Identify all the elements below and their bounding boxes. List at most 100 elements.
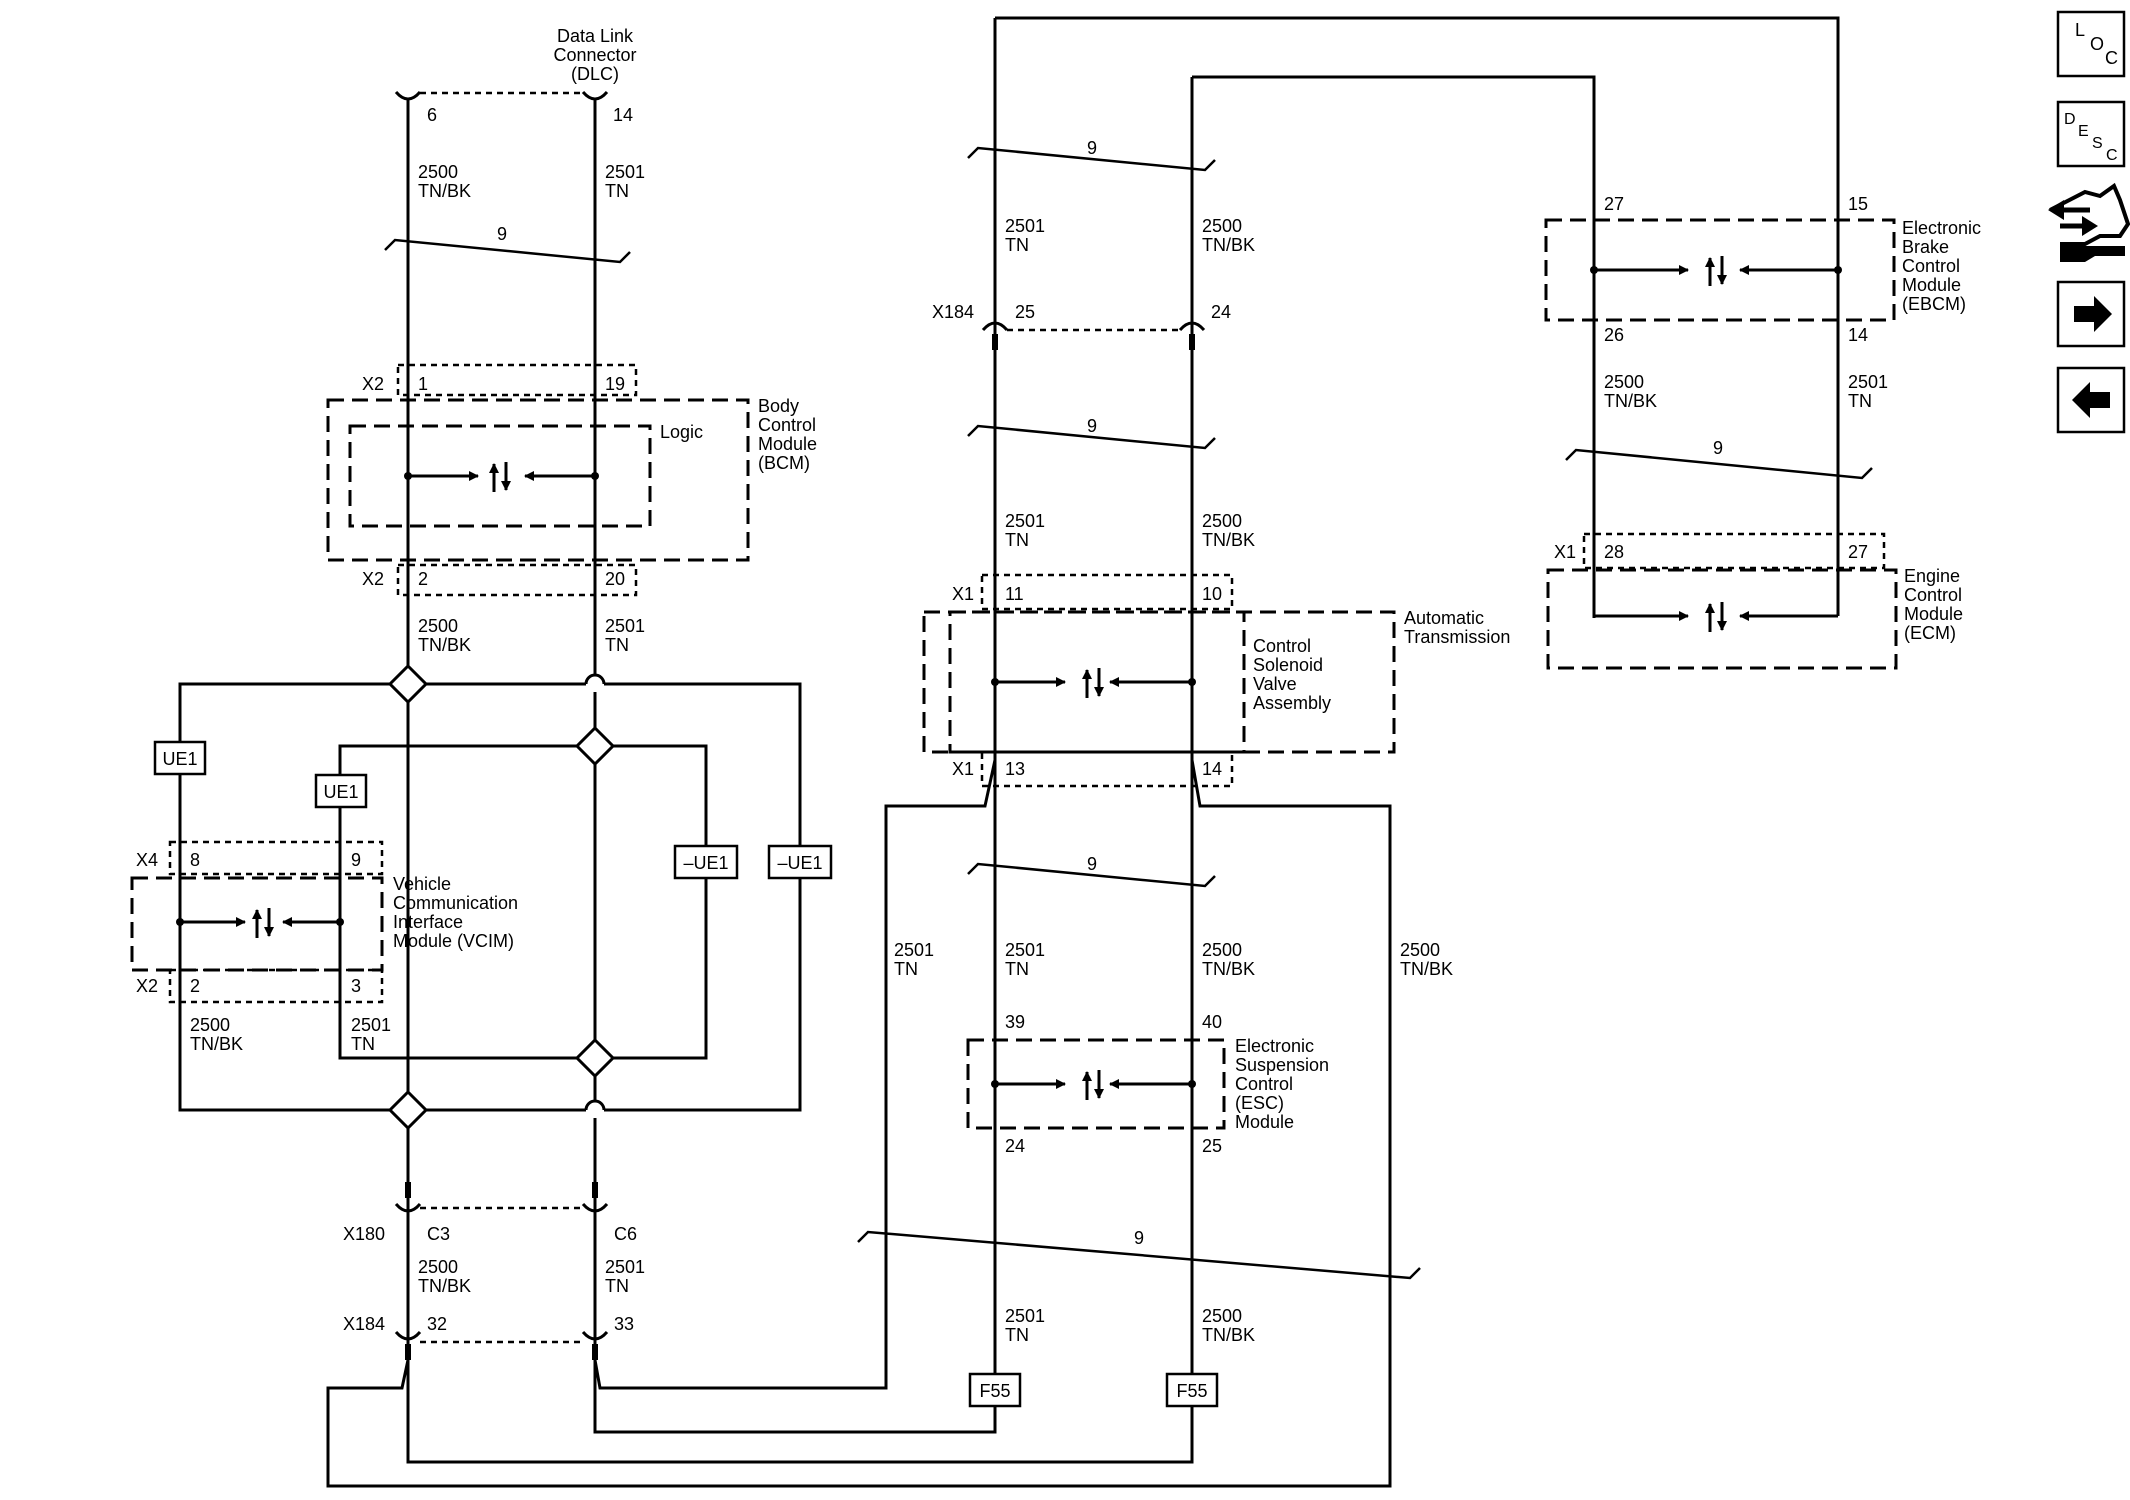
twisted-pair-marker-right: 9 <box>1565 438 1873 480</box>
bcm-module: X2 1 19 Logic Body Control Module (BCM) … <box>326 363 817 597</box>
bcm-name-2: Control <box>758 415 816 435</box>
bcm-conn-top: X2 <box>362 374 384 394</box>
splice-diamond-2500-bottom <box>387 1089 429 1131</box>
twist-label-c3: 9 <box>1087 854 1097 874</box>
twisted-pair-marker-center-2: 9 <box>967 416 1216 450</box>
arrow-left-icon <box>2072 382 2110 418</box>
splice-ue1-outer: UE1 <box>153 740 207 776</box>
wire-2500-to-ebcm <box>1192 75 1596 616</box>
esc-module: 39 40 Electronic Suspension Control (ESC… <box>966 1012 1329 1156</box>
wire-color-2500-r: TN/BK <box>1604 391 1657 411</box>
tcm-conn-top: X1 <box>952 584 974 604</box>
esc-name-3: Control <box>1235 1074 1293 1094</box>
x184-top-pin-24: 24 <box>1211 302 1231 322</box>
vcim-pin-2: 2 <box>190 976 200 996</box>
x180-connector: X180 C3 C6 <box>343 1182 637 1244</box>
dlc-pin-6-terminal <box>394 90 422 101</box>
bcm-pin-19: 19 <box>605 374 625 394</box>
splice-f55-left: F55 <box>968 1372 1022 1408</box>
vcim-pin-9: 9 <box>351 850 361 870</box>
twisted-pair-marker-long: 9 <box>857 1228 1421 1280</box>
bcm-name-3: Module <box>758 434 817 454</box>
ecm-pin-27: 27 <box>1848 542 1868 562</box>
tcm-inner-2: Solenoid <box>1253 655 1323 675</box>
wire-color-2501-r: TN <box>1848 391 1872 411</box>
wire-color-2501-c2: TN <box>1005 530 1029 550</box>
tcm-inner-3: Valve <box>1253 674 1297 694</box>
splice-ue1-outer-label: UE1 <box>162 749 197 769</box>
ebcm-name-5: (EBCM) <box>1902 294 1966 314</box>
ebcm-module: 27 15 Electronic Brake Control Module (E… <box>1544 194 1981 345</box>
ecm-pin-28: 28 <box>1604 542 1624 562</box>
ebcm-pin-26: 26 <box>1604 325 1624 345</box>
vcim-name-2: Communication <box>393 893 518 913</box>
tcm-pin-13: 13 <box>1005 759 1025 779</box>
connector-tool-icon[interactable] <box>2048 182 2130 262</box>
arrow-right-icon <box>2074 296 2112 332</box>
desc-e: E <box>2078 123 2089 140</box>
desc-d: D <box>2064 111 2076 128</box>
loc-button[interactable]: L O C <box>2056 10 2126 78</box>
tcm-conn-bottom: X1 <box>952 759 974 779</box>
wire-label-2501-vcim: 2501 <box>351 1015 391 1035</box>
ecm-name-1: Engine <box>1904 566 1960 586</box>
x184-top-pin-25: 25 <box>1015 302 1035 322</box>
x180-label: X180 <box>343 1224 385 1244</box>
esc-pin-39: 39 <box>1005 1012 1025 1032</box>
wire-color-2500-vcim: TN/BK <box>190 1034 243 1054</box>
ebcm-name-2: Brake <box>1902 237 1949 257</box>
twisted-pair-marker: 9 <box>384 224 631 264</box>
ecm-name-2: Control <box>1904 585 1962 605</box>
wire-label-2501-r: 2501 <box>1848 372 1888 392</box>
ebcm-name-3: Control <box>1902 256 1960 276</box>
x184-bottom-label: X184 <box>343 1314 385 1334</box>
wire-label-2500-c1: 2500 <box>1202 216 1242 236</box>
esc-pin-25: 25 <box>1202 1136 1222 1156</box>
desc-c: C <box>2106 147 2118 164</box>
splice-f55-right: F55 <box>1165 1372 1219 1408</box>
wire-2501-loop-left <box>338 744 595 1060</box>
splice-neg-ue1-inner: –UE1 <box>673 844 739 880</box>
twist-label-long: 9 <box>1134 1228 1144 1248</box>
wire-color-2500-c1: TN/BK <box>1202 235 1255 255</box>
desc-s: S <box>2092 135 2103 152</box>
wire-color-2500-a: TN/BK <box>418 181 471 201</box>
esc-name-4: (ESC) <box>1235 1093 1284 1113</box>
dlc-connector: Data Link Connector (DLC) 6 14 <box>394 26 637 125</box>
wire-label-2501-b: 2501 <box>605 616 645 636</box>
x184-bottom-pin-32: 32 <box>427 1314 447 1334</box>
vcim-conn-bottom: X2 <box>136 976 158 996</box>
wire-label-2500-vcim: 2500 <box>190 1015 230 1035</box>
dlc-pin-14: 14 <box>613 105 633 125</box>
wire-label-2500-c: 2500 <box>418 1257 458 1277</box>
esc-name-1: Electronic <box>1235 1036 1314 1056</box>
splice-neg-ue1-outer-label: –UE1 <box>777 853 822 873</box>
wire-color-2501-c: TN <box>605 1276 629 1296</box>
wire-color-2500-c2: TN/BK <box>1202 530 1255 550</box>
vcim-conn-top: X4 <box>136 850 158 870</box>
wire-2501-route-to-tcm <box>593 759 997 1390</box>
previous-button[interactable] <box>2056 366 2126 434</box>
wire-2501-loop-right <box>595 744 708 1060</box>
wire-color-2500-c3: TN/BK <box>1202 959 1255 979</box>
x184-top-label: X184 <box>932 302 974 322</box>
wire-label-2500-r: 2500 <box>1604 372 1644 392</box>
tcm-inner-4: Assembly <box>1253 693 1331 713</box>
splice-f55-left-label: F55 <box>979 1381 1010 1401</box>
desc-button[interactable]: D E S C <box>2056 100 2126 168</box>
wire-2500-route-bottom-outer <box>326 1290 1392 1488</box>
wire-label-2500-c3: 2500 <box>1202 940 1242 960</box>
wire-color-2501-c1: TN <box>1005 235 1029 255</box>
x184-bottom-connector: X184 32 33 <box>343 1314 634 1360</box>
tcm-module: X1 11 10 Automatic Transmission Control … <box>922 573 1510 788</box>
splice-diamond-2501-top <box>574 725 616 767</box>
ebcm-pin-15: 15 <box>1848 194 1868 214</box>
wire-label-2500-c4: 2500 <box>1202 1306 1242 1326</box>
tcm-pin-14: 14 <box>1202 759 1222 779</box>
wire-color-2501-b: TN <box>605 635 629 655</box>
bcm-name-1: Body <box>758 396 799 416</box>
next-button[interactable] <box>2056 280 2126 348</box>
wire-label-2501-c4: 2501 <box>1005 1306 1045 1326</box>
vcim-name-4: Module (VCIM) <box>393 931 514 951</box>
